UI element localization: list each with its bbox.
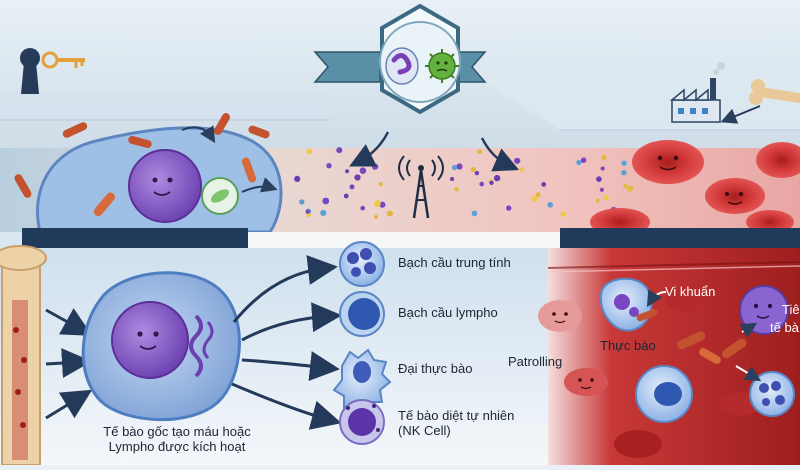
nk-cell-icon: [339, 399, 385, 445]
cytokine-dot: [541, 182, 547, 187]
cytokine-dot: [359, 167, 367, 174]
nk-cell-label: Tế bào diệt tự nhiên (NK Cell): [398, 408, 538, 438]
left-ledge: [0, 92, 330, 120]
cytokine-dot: [371, 163, 379, 170]
right-header-bar: [560, 228, 800, 248]
cytokine-dot: [514, 157, 521, 164]
nk-cell-label-line2: (NK Cell): [398, 423, 451, 438]
cytokine-dot: [576, 159, 582, 166]
cytokine-dot: [336, 147, 343, 154]
cytokine-dot: [477, 149, 483, 155]
stem-cell-caption: Tế bào gốc tạo máu hoặc Lympho được kích…: [88, 424, 266, 454]
cytokine-dot: [547, 202, 553, 208]
cytokine-dot: [379, 201, 386, 208]
center-badge: [313, 3, 487, 115]
cytokine-dot: [489, 180, 494, 185]
cytokine-dot: [326, 163, 332, 169]
cytokine-dot: [535, 192, 541, 198]
bone-marrow-icon: [0, 245, 47, 466]
cytokine-dot: [580, 157, 587, 163]
macrophage-label: Đại thực bào: [398, 361, 473, 376]
rbc-vessel-group: [538, 288, 760, 458]
cytokine-dot: [519, 167, 525, 172]
cytokine-dot: [374, 215, 378, 219]
nk-cell-label-line1: Tế bào diệt tự nhiên: [398, 408, 515, 423]
bacteria-label: Vi khuẩn: [665, 284, 716, 299]
cytokine-dot: [471, 210, 478, 217]
bacteria-group: [14, 113, 270, 217]
cytokine-dot: [621, 170, 627, 176]
cytokine-dot: [600, 166, 605, 171]
macrophage-icon: [385, 47, 419, 85]
cytokine-dot: [349, 184, 355, 190]
cytokine-dot: [531, 195, 538, 202]
cytokine-dot: [601, 154, 607, 160]
phagocyte-cell: [599, 277, 658, 332]
lymphocyte-label: Bạch cầu lympho: [398, 305, 498, 320]
cytokine-dot: [343, 193, 349, 199]
cytokine-dot: [305, 209, 310, 214]
bone-icon: [749, 79, 800, 105]
cytokine-dot: [603, 194, 609, 201]
cytokine-dot: [294, 175, 301, 182]
bacteria-vessel: [677, 331, 747, 364]
cytokine-dot: [456, 163, 463, 170]
cytokine-dot: [354, 174, 361, 181]
cytokine-dot: [560, 211, 567, 217]
cut-label-2: tế bà: [770, 320, 799, 335]
blood-vessel: [548, 248, 800, 465]
virus-icon: [425, 49, 459, 83]
cytokine-dot: [360, 205, 366, 211]
cytokine-dot: [320, 209, 327, 216]
keyhole-icon: [20, 48, 40, 94]
factory-icon: [669, 62, 725, 123]
lymphocyte-icon: [339, 291, 385, 337]
cytokine-dot: [451, 164, 458, 171]
cytokine-dot: [306, 148, 313, 155]
cytokine-dots: [294, 147, 634, 221]
cytokine-dot: [450, 177, 455, 181]
cytokine-dot: [345, 169, 350, 174]
cut-label-1: Tiê: [782, 302, 800, 317]
left-header-bar: [22, 228, 248, 248]
cytokine-dot: [479, 181, 485, 187]
cytokine-dot: [474, 170, 480, 176]
cytokine-dot: [621, 160, 627, 166]
cytokine-dot: [627, 185, 634, 192]
stem-caption-line1: Tế bào gốc tạo máu hoặc: [103, 424, 251, 439]
cytokine-dot: [595, 198, 600, 203]
patrolling-label: Patrolling: [508, 354, 563, 369]
cytokine-dot: [454, 187, 459, 192]
cytokine-dot: [599, 187, 605, 192]
neutrophil-vessel: [749, 371, 795, 417]
cytokine-dot: [506, 205, 512, 211]
cytokine-dot: [623, 183, 628, 189]
neutrophil-label: Bạch cầu trung tính: [398, 255, 511, 270]
cytokine-dot: [378, 182, 383, 187]
neutrophil-icon: [339, 241, 385, 287]
nk-cell-vessel: [739, 285, 789, 335]
cytokine-dot: [299, 199, 305, 205]
phagocyte-label: Thực bào: [600, 338, 656, 353]
macrophage-cell-icon: [332, 348, 392, 414]
key-icon: [41, 51, 85, 69]
cytokine-dot: [596, 176, 602, 182]
cytokine-dot: [470, 166, 476, 173]
cytokine-dot: [387, 210, 393, 217]
stem-caption-line2: Lympho được kích hoạt: [108, 439, 246, 454]
macrophage-vessel: [635, 365, 693, 423]
signal-tower-icon: [398, 155, 444, 219]
cytokine-dot: [493, 174, 501, 182]
cytokine-dot: [322, 197, 330, 205]
cytokine-dot: [373, 200, 381, 208]
stem-cell: [81, 271, 241, 421]
